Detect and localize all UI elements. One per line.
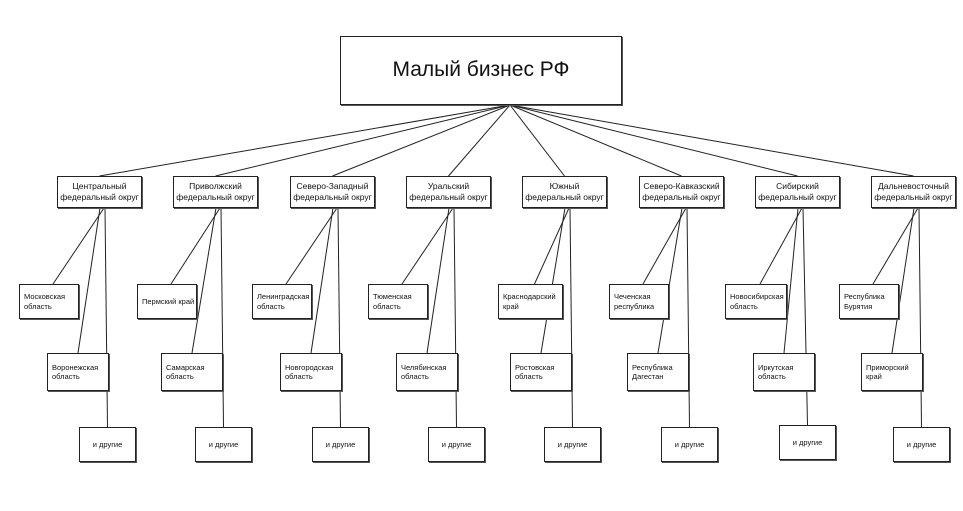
other-regions-box: и другие [79,427,136,462]
district-to-region-line [170,207,221,285]
district-to-other-line [802,207,808,426]
other-regions-box: и другие [661,427,718,462]
region-box: Ленинградская область [252,284,312,319]
district-box: Приволжский федеральный округ [173,176,258,208]
region-box-label: Новосибирская область [730,292,784,311]
root-to-district-line [509,104,565,177]
root-node: Малый бизнес РФ [340,36,622,105]
region-box: Республика Бурятия [839,284,899,319]
district-to-region-line [191,207,217,354]
region-box-label: Тюменская область [373,292,412,311]
district-to-other-line [453,207,457,428]
district-to-other-line [569,207,573,428]
region-box: Краснодарский край [498,284,563,319]
root-to-district-line [509,104,798,177]
region-box-label: Чеченская республика [614,292,655,311]
district-to-region-line [540,207,566,354]
region-box: Челябинская область [396,353,458,391]
district-to-other-line [686,207,690,428]
district-to-region-line [77,207,101,354]
other-regions-box-label: и другие [674,439,705,449]
district-to-other-line [220,207,224,428]
district-box-label: Дальневосточный федеральный округ [874,181,953,202]
region-box: Новгородская область [280,353,342,391]
district-box-label: Северо-Западный федеральный округ [293,181,372,202]
other-regions-box-label: и другие [906,439,937,449]
region-box-label: Иркутская область [758,362,794,381]
district-to-region-line [534,207,570,285]
region-box: Московская область [19,284,79,319]
region-box: Республика Дагестан [627,353,689,391]
other-regions-box: и другие [195,427,252,462]
region-box-label: Самарская область [166,362,205,381]
district-box-label: Приволжский федеральный округ [176,181,255,202]
root-to-district-line [99,104,511,177]
region-box-label: Краснодарский край [503,292,556,311]
other-regions-box: и другие [544,427,601,462]
root-to-district-line [332,104,511,177]
region-box-label: Ростовская область [515,362,555,381]
district-to-region-line [657,207,683,354]
district-box-label: Южный федеральный округ [525,181,604,202]
district-box: Уральский федеральный округ [406,176,491,208]
region-box-label: Новгородская область [285,362,334,381]
region-box-label: Челябинская область [401,362,447,381]
region-box: Новосибирская область [725,284,787,319]
district-to-region-line [310,207,334,354]
root-to-district-line [509,104,914,177]
district-to-region-line [426,207,450,354]
district-box-label: Уральский федеральный округ [409,181,488,202]
root-title: Малый бизнес РФ [392,58,570,82]
region-box: Тюменская область [368,284,428,319]
region-box: Ростовская область [510,353,572,391]
district-to-region-line [872,207,919,285]
district-box: Сибирский федеральный округ [755,176,840,208]
district-box-label: Центральный федеральный округ [60,181,139,202]
district-box: Дальневосточный федеральный округ [871,176,956,208]
district-to-other-line [918,207,922,428]
district-box-label: Северо-Кавказский федеральный округ [642,181,721,202]
region-box: Воронежская область [47,353,109,391]
region-box: Приморский край [861,353,923,391]
district-to-other-line [337,207,341,428]
region-box-label: Воронежская область [52,362,99,381]
region-box-label: Республика Дагестан [632,362,673,381]
district-to-region-line [759,207,803,285]
district-to-region-line [52,207,105,285]
other-regions-box-label: и другие [325,439,356,449]
root-to-district-line [215,104,511,177]
region-box-label: Приморский край [866,362,909,381]
district-to-other-line [104,207,108,428]
other-regions-box: и другие [893,427,950,462]
other-regions-box-label: и другие [208,439,239,449]
region-box-label: Республика Бурятия [844,292,885,311]
district-to-region-line [401,207,454,285]
other-regions-box-label: и другие [557,439,588,449]
district-box: Северо-Кавказский федеральный округ [639,176,724,208]
region-box: Чеченская республика [609,284,669,319]
other-regions-box: и другие [428,427,485,462]
other-regions-box-label: и другие [92,439,123,449]
district-to-region-line [783,207,799,354]
region-box-label: Ленинградская область [257,292,310,311]
root-to-district-line [509,104,682,177]
region-box: Пермский край [137,284,197,319]
district-to-region-line [642,207,687,285]
district-to-region-line [891,207,915,354]
district-box: Центральный федеральный округ [57,176,142,208]
other-regions-box: и другие [779,425,836,460]
region-box-label: Московская область [24,292,66,311]
region-box: Самарская область [161,353,223,391]
district-box: Южный федеральный округ [522,176,607,208]
district-box-label: Сибирский федеральный округ [758,181,837,202]
other-regions-box-label: и другие [792,437,823,447]
other-regions-box-label: и другие [441,439,472,449]
root-to-district-line [448,104,511,177]
region-box-label: Пермский край [142,296,195,306]
other-regions-box: и другие [312,427,369,462]
region-box: Иркутская область [753,353,815,391]
district-to-region-line [285,207,338,285]
district-box: Северо-Западный федеральный округ [290,176,375,208]
